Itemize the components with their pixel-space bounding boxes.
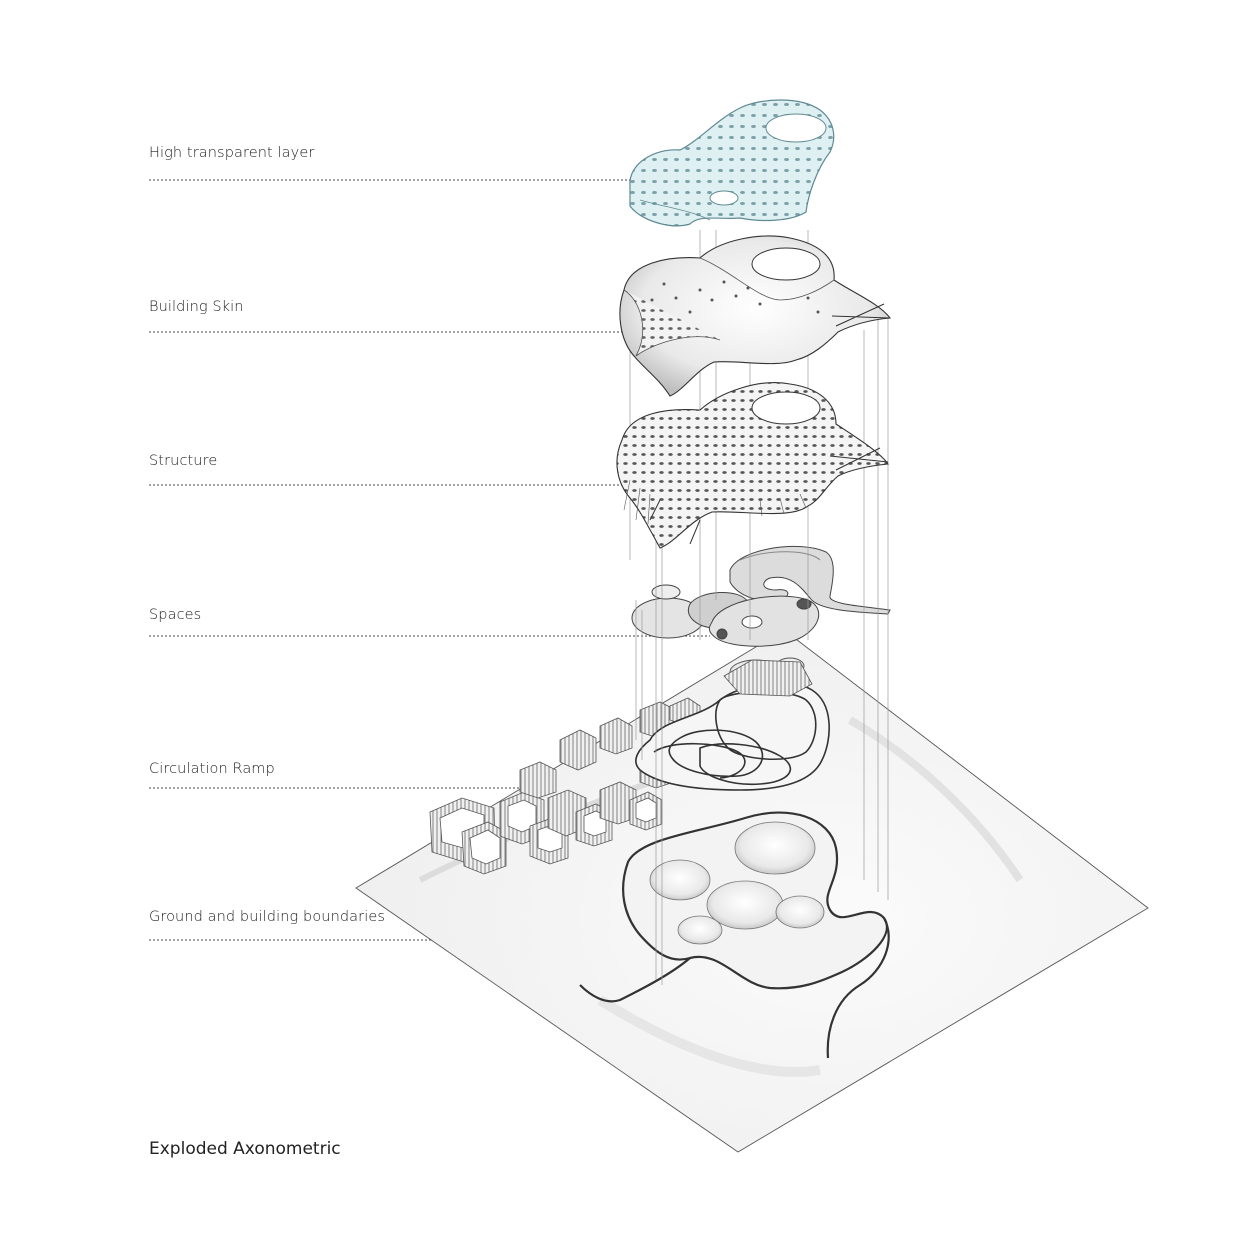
spaces-layer: [631, 546, 891, 647]
structure-void: [751, 391, 821, 425]
transparent-layer: [629, 99, 835, 227]
label-structure: Structure: [149, 453, 218, 469]
ramp-outer: [635, 681, 830, 791]
label-circulation-ramp: Circulation Ramp: [149, 761, 275, 777]
ramp-loop: [668, 729, 764, 778]
skin-surface: [619, 235, 892, 397]
landscape-cells: [429, 697, 701, 875]
circulation-ramp-layer: [635, 657, 830, 791]
ramp-loop: [653, 742, 746, 779]
label-ground-and-boundaries: Ground and building boundaries: [149, 909, 386, 925]
label-spaces: Spaces: [149, 607, 202, 623]
label-high-transparent-layer: High transparent layer: [149, 145, 315, 161]
drawing-caption: Exploded Axonometric: [149, 1139, 341, 1159]
ground-layer: [355, 629, 1149, 1153]
boundary-bowl: [649, 859, 711, 901]
boundary-wall: [579, 957, 691, 1003]
transparent-void: [709, 190, 739, 206]
boundary-bowl: [734, 821, 816, 875]
boundary-wall: [826, 917, 890, 1059]
structure-mesh: [616, 382, 889, 549]
building-skin-layer: [619, 235, 892, 397]
boundary-bowl: [677, 915, 723, 945]
ramp-loop: [699, 743, 792, 786]
transparent-void: [765, 113, 827, 143]
structure-layer: [616, 382, 889, 549]
boundary-bowl: [775, 895, 825, 929]
skin-void: [751, 247, 821, 281]
label-building-skin: Building Skin: [149, 299, 244, 315]
space-disc: [708, 595, 820, 647]
